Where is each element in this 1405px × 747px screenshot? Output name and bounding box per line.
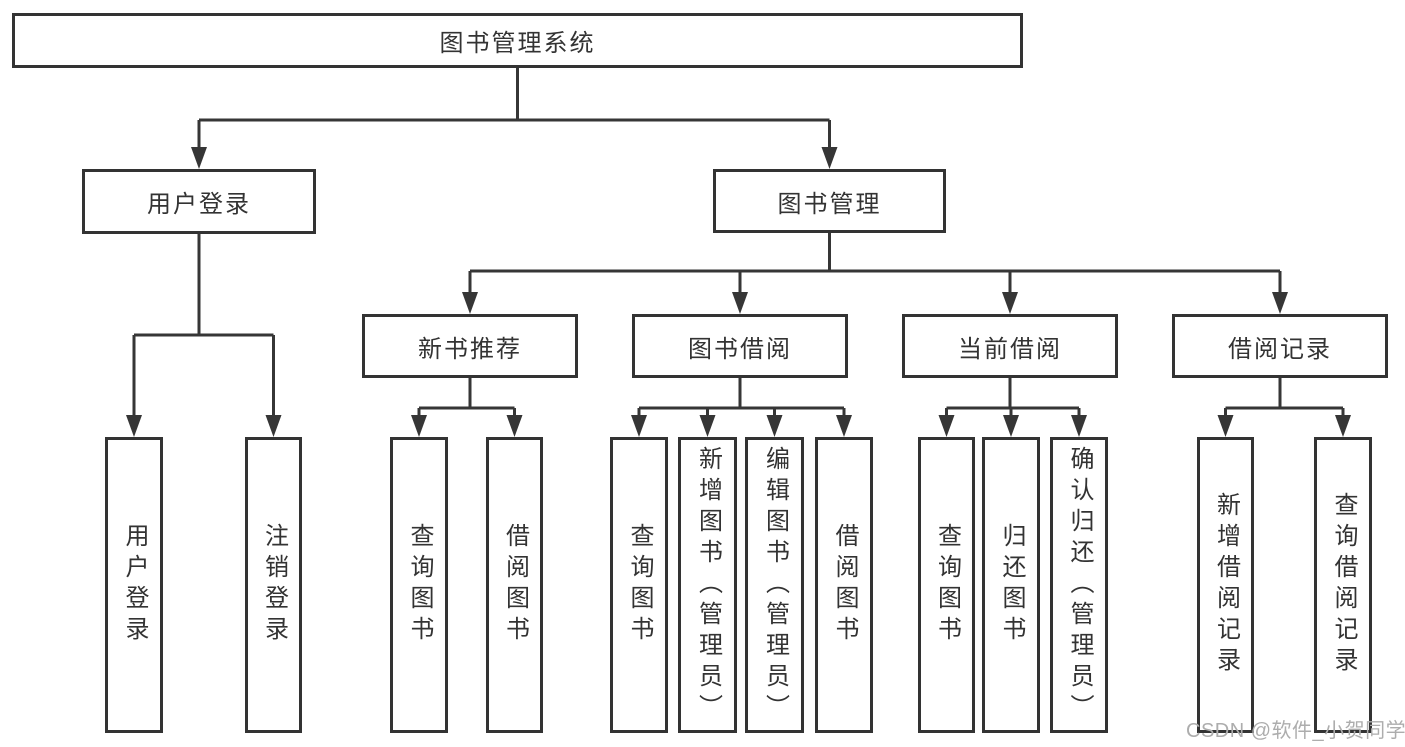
node-label: 用户登录 xyxy=(147,191,251,218)
node-label: 查询图书 xyxy=(626,523,653,647)
node-borrowing-records: 借阅记录 xyxy=(1172,314,1388,378)
leaf-logout: 注销登录 xyxy=(245,437,302,733)
leaf-query-books-current: 查询图书 xyxy=(918,437,975,733)
arrowhead-icon xyxy=(1335,415,1351,437)
arrowhead-icon xyxy=(631,415,647,437)
arrowhead-icon xyxy=(938,415,955,437)
leaf-query-borrow-record: 查询借阅记录 xyxy=(1314,437,1372,733)
leaf-add-book-admin: 新增图书（管理员） xyxy=(678,437,737,733)
node-label: 查询借阅记录 xyxy=(1330,492,1357,678)
leaf-user-login: 用户登录 xyxy=(105,437,163,733)
arrowhead-icon xyxy=(265,415,282,437)
node-book-management: 图书管理 xyxy=(713,169,946,233)
node-label: 确认归还（管理员） xyxy=(1066,445,1093,725)
node-label: 借阅记录 xyxy=(1228,335,1332,363)
node-book-borrowing: 图书借阅 xyxy=(632,314,848,378)
leaf-query-books-recommend: 查询图书 xyxy=(390,437,448,733)
arrowhead-icon xyxy=(1071,415,1087,437)
node-label: 用户登录 xyxy=(121,523,148,647)
node-user-login: 用户登录 xyxy=(82,169,316,234)
node-new-book-recommendation: 新书推荐 xyxy=(362,314,578,378)
arrowhead-icon xyxy=(821,147,838,169)
leaf-confirm-return-admin: 确认归还（管理员） xyxy=(1050,437,1108,733)
node-label: 查询图书 xyxy=(933,523,961,647)
node-label: 编辑图书（管理员） xyxy=(761,445,789,725)
leaf-add-borrow-record: 新增借阅记录 xyxy=(1197,437,1254,733)
arrowhead-icon xyxy=(1272,292,1288,314)
node-library-management-system: 图书管理系统 xyxy=(12,13,1023,68)
leaf-return-books: 归还图书 xyxy=(982,437,1040,733)
node-label: 归还图书 xyxy=(998,523,1025,647)
arrowhead-icon xyxy=(1002,292,1018,314)
leaf-borrow-books-recommend: 借阅图书 xyxy=(486,437,543,733)
node-label: 图书管理 xyxy=(777,190,882,218)
watermark: CSDN @软件_小贺同学 xyxy=(1186,720,1405,742)
arrowhead-icon xyxy=(411,415,427,437)
arrowhead-icon xyxy=(191,147,207,169)
node-label: 新书推荐 xyxy=(418,335,522,363)
node-label: 新增借阅记录 xyxy=(1212,492,1240,678)
node-current-borrowing: 当前借阅 xyxy=(902,314,1118,378)
leaf-edit-book-admin: 编辑图书（管理员） xyxy=(745,437,804,733)
leaf-borrow-books: 借阅图书 xyxy=(815,437,873,733)
node-label: 查询图书 xyxy=(406,523,433,647)
node-label: 注销登录 xyxy=(260,523,288,647)
arrowhead-icon xyxy=(732,292,748,314)
node-label: 图书管理系统 xyxy=(439,30,596,57)
node-label: 当前借阅 xyxy=(958,335,1062,363)
arrowhead-icon xyxy=(766,415,783,437)
node-label: 图书借阅 xyxy=(688,335,792,363)
node-label: 借阅图书 xyxy=(831,523,858,647)
arrowhead-icon xyxy=(836,415,852,437)
node-label: 新增图书（管理员） xyxy=(694,445,722,725)
leaf-query-books: 查询图书 xyxy=(610,437,668,733)
arrowhead-icon xyxy=(506,415,523,437)
arrowhead-icon xyxy=(1217,415,1234,437)
arrowhead-icon xyxy=(126,415,142,437)
arrowhead-icon xyxy=(1003,415,1019,437)
arrowhead-icon xyxy=(699,415,716,437)
arrowhead-icon xyxy=(462,292,478,314)
node-label: 借阅图书 xyxy=(501,523,529,647)
